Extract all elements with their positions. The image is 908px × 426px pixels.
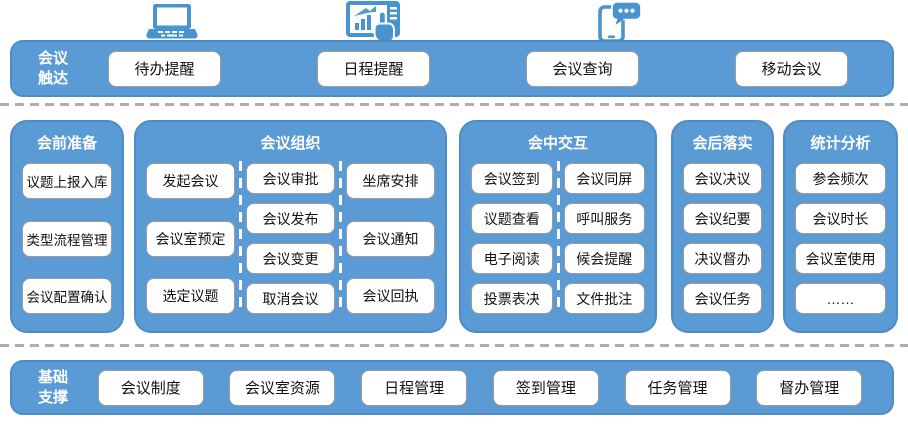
feature-node: 会议同屏 xyxy=(563,163,645,194)
support-item: 会议室资源 xyxy=(229,369,336,406)
feature-node: 会议签到 xyxy=(471,163,553,194)
column-divider xyxy=(556,161,560,312)
stage-title: 会前准备 xyxy=(36,135,97,152)
feature-node: 会议任务 xyxy=(683,283,762,314)
support-item: 会议制度 xyxy=(97,369,204,406)
support-item: 督办管理 xyxy=(756,369,863,406)
feature-node: 会议配置确认 xyxy=(22,278,112,314)
feature-node: 类型流程管理 xyxy=(22,220,112,257)
feature-node: 呼叫服务 xyxy=(563,203,645,234)
feature-node: 选定议题 xyxy=(146,278,235,314)
support-item: 签到管理 xyxy=(492,369,599,406)
feature-node: …… xyxy=(795,283,886,314)
stage-pre-meeting-prep: 会前准备 议题上报入库 类型流程管理 会议配置确认 xyxy=(10,120,124,333)
base-support-band: 基础 支撑 会议制度 会议室资源 日程管理 签到管理 任务管理 督办管理 xyxy=(10,360,894,415)
feature-node: 文件批注 xyxy=(563,283,645,314)
band-title-meeting-reach: 会议 触达 xyxy=(38,50,69,87)
feature-node: 会议发布 xyxy=(246,203,335,234)
feature-node: 会议纪要 xyxy=(683,203,762,234)
feature-node: 坐席安排 xyxy=(346,163,435,199)
feature-node: 决议督办 xyxy=(683,243,762,274)
feature-node: 会议时长 xyxy=(795,203,886,234)
stage-meeting-organization: 会议组织 发起会议 会议室预定 选定议题 会议审批 会议发布 会议变更 取消会议… xyxy=(134,120,447,333)
support-items: 会议制度 会议室资源 日程管理 签到管理 任务管理 督办管理 xyxy=(68,369,892,406)
feature-node: 会议通知 xyxy=(346,220,435,257)
feature-node: 会议变更 xyxy=(246,243,335,274)
reach-item: 日程提醒 xyxy=(317,50,430,87)
feature-node: 候会提醒 xyxy=(563,243,645,274)
feature-node: 会议室预定 xyxy=(146,220,235,257)
dashed-separator-bottom xyxy=(0,344,908,347)
feature-node: 发起会议 xyxy=(146,163,235,199)
stage-in-meeting-interaction: 会中交互 会议签到 议题查看 电子阅读 投票表决 会议同屏 呼叫服务 候会提醒 … xyxy=(459,120,657,333)
reach-item: 移动会议 xyxy=(734,50,848,87)
reach-item: 会议查询 xyxy=(525,50,639,87)
laptop-icon xyxy=(146,4,198,44)
stage-title: 统计分析 xyxy=(810,135,871,152)
column-divider xyxy=(239,161,242,312)
feature-node: 议题上报入库 xyxy=(22,163,112,199)
stage-post-meeting-implementation: 会后落实 会议决议 会议纪要 决议督办 会议任务 xyxy=(671,120,774,333)
feature-node: 会议决议 xyxy=(683,163,762,194)
dashed-separator-top xyxy=(0,103,908,106)
reach-item: 待办提醒 xyxy=(108,50,222,87)
stage-title: 会后落实 xyxy=(692,135,753,152)
feature-node: 会议室使用 xyxy=(795,243,886,274)
feature-node: 会议审批 xyxy=(246,163,335,194)
feature-node: 电子阅读 xyxy=(471,243,553,274)
reach-items: 待办提醒 日程提醒 会议查询 移动会议 xyxy=(68,50,892,87)
band-title-base-support: 基础 支撑 xyxy=(38,369,69,406)
feature-node: 取消会议 xyxy=(246,283,335,314)
support-item: 日程管理 xyxy=(361,369,468,406)
feature-node: 投票表决 xyxy=(471,283,553,314)
meeting-reach-band: 会议 触达 待办提醒 日程提醒 会议查询 移动会议 xyxy=(10,40,894,97)
stage-statistics-analysis: 统计分析 参会频次 会议时长 会议室使用 …… xyxy=(783,120,898,333)
feature-node: 参会频次 xyxy=(795,163,886,194)
feature-node: 会议回执 xyxy=(346,278,435,314)
stage-title: 会议组织 xyxy=(260,135,321,152)
tablet-chart-touch-icon xyxy=(346,1,404,49)
support-item: 任务管理 xyxy=(624,369,731,406)
stage-title: 会中交互 xyxy=(527,135,588,152)
column-divider xyxy=(339,161,342,312)
feature-node: 议题查看 xyxy=(471,203,553,234)
